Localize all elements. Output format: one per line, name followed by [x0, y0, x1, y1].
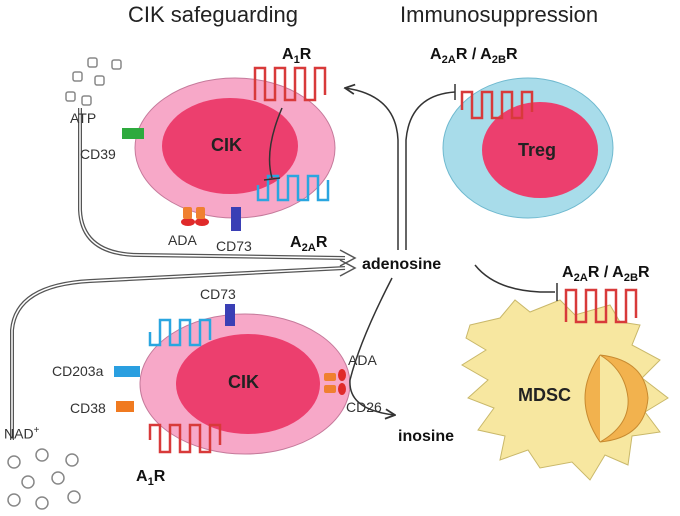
- atp-label: ATP: [70, 110, 97, 126]
- a1r-label-bottom: A1R: [136, 468, 165, 488]
- ada-label-top: ADA: [168, 232, 197, 248]
- a1r-bottom-sub: 1: [147, 476, 154, 489]
- nad-text: NAD: [4, 425, 34, 442]
- atp-molecules: [65, 57, 122, 106]
- mdsc-a2b-sub: 2B: [623, 272, 639, 285]
- treg-a2b-suffix: R: [506, 46, 518, 63]
- adenosine-to-inosine-arrow: [349, 277, 395, 415]
- mdsc-a2b-suffix: R: [638, 264, 650, 281]
- a1r-inhibits-a2ar-line: [268, 107, 283, 179]
- title-immunosuppression: Immunosuppression: [400, 2, 599, 27]
- adenosine-label: adenosine: [362, 256, 442, 273]
- cd38-label: CD38: [70, 400, 106, 416]
- title-cik-safeguarding: CIK safeguarding: [128, 2, 298, 27]
- treg-a2b-sub: 2B: [491, 54, 507, 67]
- cd38-enzyme: [116, 401, 134, 412]
- mdsc-a2b-base: A: [612, 264, 624, 281]
- adenosine-to-treg-inhibit: [405, 91, 456, 250]
- cd203a-enzyme: [114, 366, 140, 377]
- a1r-label-top: A1R: [282, 46, 311, 66]
- cd26-label: CD26: [346, 399, 382, 415]
- a2a-a2b-receptor-treg: [460, 90, 534, 120]
- mdsc-receptor-label: A2AR / A2BR: [562, 264, 650, 284]
- cik-label-top: CIK: [211, 135, 242, 155]
- a1r-inhibits-a2ar-bar: [263, 177, 281, 181]
- cd203a-label: CD203a: [52, 363, 104, 379]
- a1r-top-suffix: R: [299, 46, 312, 63]
- a2ar-top-suffix: R: [315, 234, 328, 251]
- treg-cell: [442, 77, 614, 219]
- treg-a2a-base: A: [430, 46, 442, 63]
- ada-label-bottom: ADA: [348, 352, 377, 368]
- mdsc-cell: [461, 299, 669, 481]
- treg-a2a-suffix: R /: [455, 46, 481, 63]
- a1r-top-base: A: [282, 46, 294, 63]
- cd39-enzyme: [122, 128, 144, 139]
- nad-molecules: [7, 448, 81, 510]
- treg-a2b-base: A: [480, 46, 492, 63]
- a1r-bottom-base: A: [136, 468, 148, 485]
- cik-cell-bottom: [139, 313, 351, 455]
- cd73-label-top: CD73: [216, 238, 252, 254]
- a2ar-receptor-top: [256, 174, 330, 202]
- mdsc-a2a-suffix: R /: [587, 264, 613, 281]
- adenosine-to-mdsc-inhibit: [474, 264, 555, 293]
- a1r-receptor-top: [253, 66, 327, 102]
- cd73-enzyme-top: [231, 207, 241, 231]
- treg-label: Treg: [518, 140, 557, 160]
- a1r-top-sub: 1: [293, 54, 300, 67]
- cd73-enzyme-bottom: [225, 304, 235, 326]
- nad-label: NAD+: [4, 425, 39, 442]
- a1r-receptor-bottom: [148, 423, 222, 454]
- mdsc-a2a-base: A: [562, 264, 574, 281]
- nad-superscript: +: [33, 425, 40, 436]
- ada-cd26-complex-bottom: [324, 369, 346, 395]
- treg-a2a-sub: 2A: [441, 54, 456, 67]
- a2ar-label-top: A2AR: [290, 234, 327, 254]
- a2ar-receptor-bottom: [148, 318, 212, 347]
- a1r-bottom-suffix: R: [153, 468, 166, 485]
- mdsc-label: MDSC: [518, 385, 571, 405]
- cik-label-bottom: CIK: [228, 372, 259, 392]
- cd73-label-bottom: CD73: [200, 286, 236, 302]
- ada-complex-top: [181, 207, 209, 226]
- mdsc-a2a-sub: 2A: [573, 272, 588, 285]
- inosine-label: inosine: [398, 428, 455, 445]
- a2a-a2b-receptor-mdsc: [564, 288, 638, 324]
- a2ar-top-base: A: [290, 234, 302, 251]
- a2ar-top-sub: 2A: [301, 242, 316, 255]
- cik-cell-top: [134, 77, 336, 219]
- treg-receptor-label: A2AR / A2BR: [430, 46, 518, 66]
- cd39-label: CD39: [80, 146, 116, 162]
- adenosine-to-a1r-arrow: [345, 88, 399, 250]
